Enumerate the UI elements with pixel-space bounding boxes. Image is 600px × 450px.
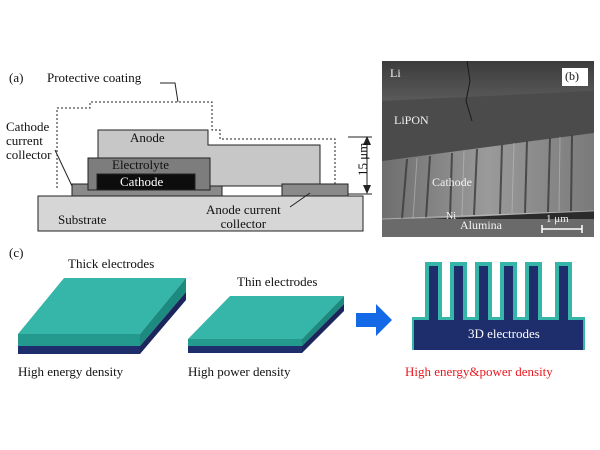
thin-electrode — [188, 296, 344, 353]
arrow-right-icon — [356, 304, 392, 336]
sem-lipon-label: LiPON — [394, 113, 429, 127]
sem-scale-label: 1 μm — [546, 213, 569, 225]
battery-schematic — [37, 82, 372, 232]
thickness-label: 15 μm — [355, 142, 370, 176]
thickness-arrow-bottom — [363, 185, 371, 194]
anode-collector-leader — [289, 192, 311, 208]
sem-alumina-label: Alumina — [460, 218, 502, 232]
cathode-label: Cathode — [120, 174, 164, 189]
sem-ni-label: Ni — [446, 211, 456, 222]
anode-label: Anode — [130, 130, 165, 145]
three-d-electrode — [412, 262, 585, 350]
protective-coating-outline — [56, 101, 348, 188]
anode-current-collector-layer — [281, 183, 349, 197]
electrodes-illustration — [18, 262, 585, 354]
panel-b-tag: (b) — [565, 69, 579, 83]
thin-electrodes-caption: High power density — [188, 364, 291, 379]
electrolyte-label: Electrolyte — [112, 157, 170, 172]
protective-coating-label: Protective coating — [47, 70, 142, 85]
thick-electrode — [18, 278, 186, 354]
sem-li-label: Li — [390, 66, 401, 80]
cathode-current-collector-label: Cathode current collector — [6, 119, 52, 162]
panel-a-tag: (a) — [9, 70, 24, 85]
thin-electrodes-title: Thin electrodes — [237, 274, 318, 289]
sem-micrograph: Li (b) LiPON Cathode Ni Alumina 1 μm — [382, 61, 594, 237]
three-d-electrodes-caption: High energy&power density — [405, 364, 553, 379]
cathode-layer — [96, 173, 196, 191]
anode-current-collector-label: Anode current collector — [206, 202, 281, 231]
sem-micrograph-image — [382, 61, 594, 237]
substrate-layer — [37, 195, 364, 232]
cathode-collector-leader — [54, 149, 73, 187]
panel-c-tag: (c) — [9, 245, 24, 260]
substrate-label: Substrate — [58, 212, 107, 227]
thick-electrodes-caption: High energy density — [18, 364, 124, 379]
sem-cathode-label: Cathode — [432, 175, 472, 189]
protective-coating-leader — [160, 82, 179, 103]
thickness-arrow-top — [363, 136, 371, 145]
thick-electrodes-title: Thick electrodes — [68, 256, 155, 271]
three-d-electrodes-label: 3D electrodes — [468, 326, 540, 341]
